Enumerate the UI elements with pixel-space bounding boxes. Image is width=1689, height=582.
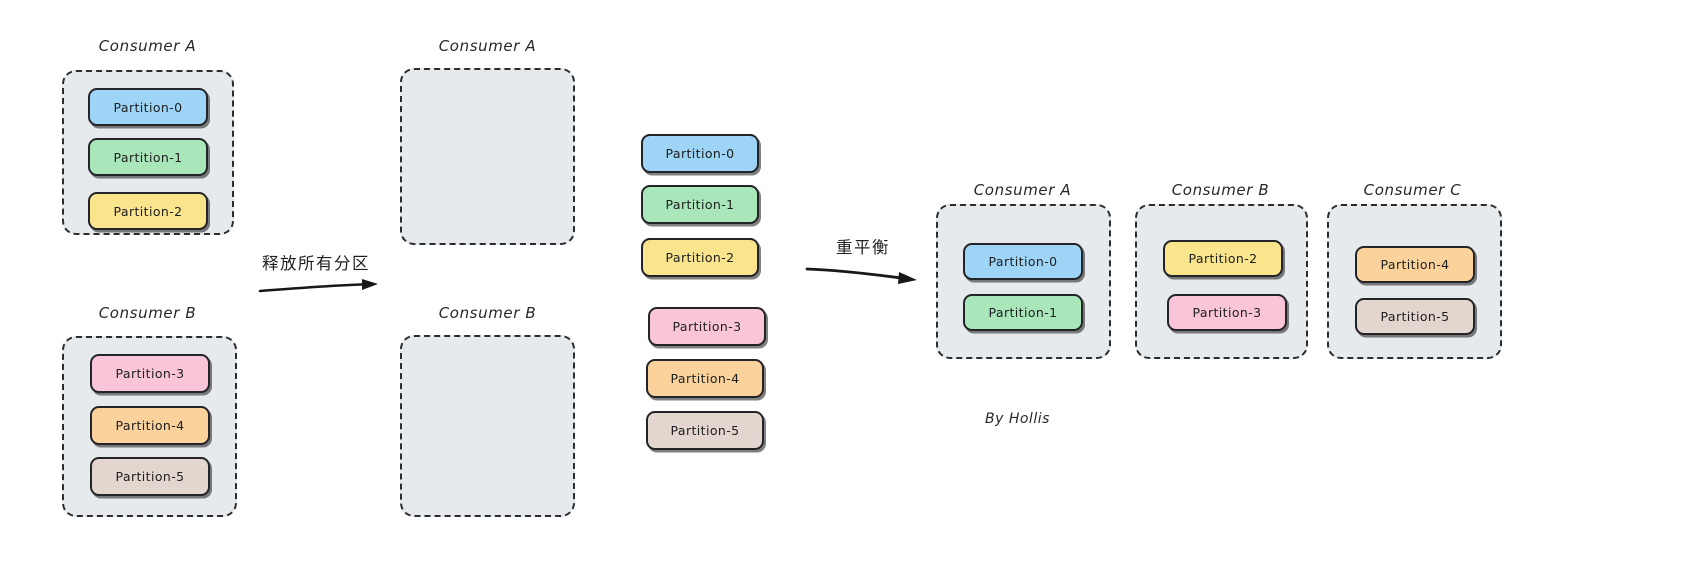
transition-label-release: 释放所有分区 [262,254,370,273]
consumer-container-after-a [936,204,1111,359]
group-label-after-consumer-c: Consumer C [1363,181,1462,199]
partition-chip[interactable]: Partition-5 [1355,298,1475,335]
group-label-after-consumer-a: Consumer A [973,181,1072,199]
partition-chip[interactable]: Partition-4 [646,359,764,398]
consumer-container-after-b [1135,204,1308,359]
group-label-before-consumer-a: Consumer A [98,37,197,55]
partition-chip[interactable]: Partition-0 [641,134,759,173]
group-label-empty-consumer-a: Consumer A [438,37,537,55]
partition-chip[interactable]: Partition-0 [963,243,1083,280]
partition-chip[interactable]: Partition-1 [963,294,1083,331]
consumer-container-empty-b [400,335,575,517]
arrow-rebalance [805,267,917,284]
group-label-after-consumer-b: Consumer B [1171,181,1270,199]
partition-chip[interactable]: Partition-1 [88,138,208,176]
partition-chip[interactable]: Partition-3 [1167,294,1287,331]
group-label-empty-consumer-b: Consumer B [438,304,537,322]
partition-chip[interactable]: Partition-3 [648,307,766,346]
partition-chip[interactable]: Partition-2 [1163,240,1283,277]
partition-chip[interactable]: Partition-2 [641,238,759,277]
partition-chip[interactable]: Partition-0 [88,88,208,126]
group-label-before-consumer-b: Consumer B [98,304,197,322]
credit-text: By Hollis [985,411,1050,427]
partition-chip[interactable]: Partition-1 [641,185,759,224]
transition-label-rebalance: 重平衡 [836,238,890,257]
consumer-container-empty-a [400,68,575,245]
partition-chip[interactable]: Partition-3 [90,354,210,393]
partition-chip[interactable]: Partition-4 [1355,246,1475,283]
partition-chip[interactable]: Partition-4 [90,406,210,445]
arrow-release-partitions [258,279,378,293]
partition-chip[interactable]: Partition-2 [88,192,208,230]
partition-chip[interactable]: Partition-5 [646,411,764,450]
partition-chip[interactable]: Partition-5 [90,457,210,496]
